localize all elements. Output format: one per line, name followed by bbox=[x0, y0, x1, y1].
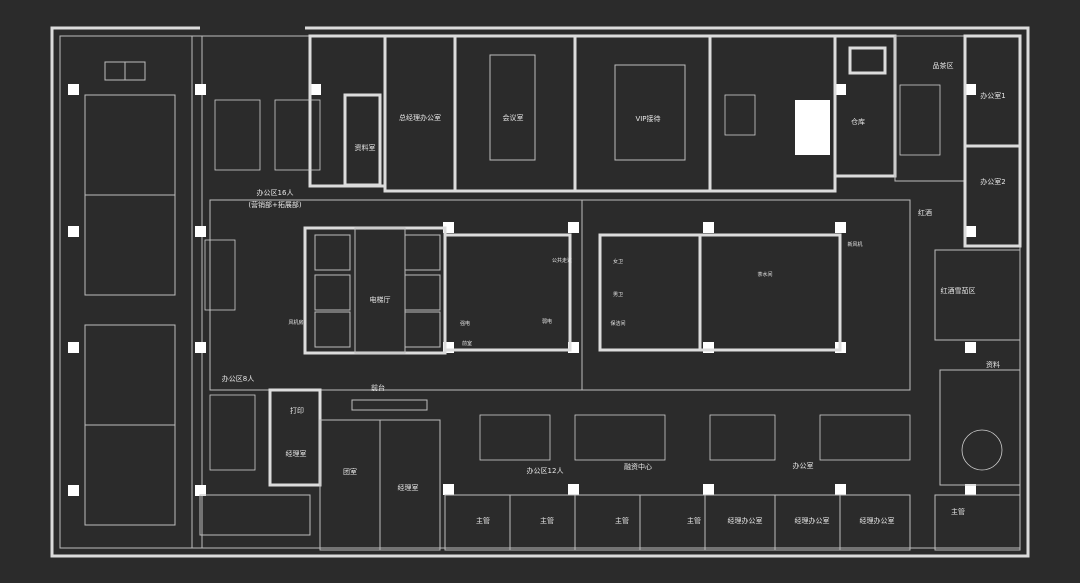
room-label-fan-room-2: 新风机 bbox=[847, 241, 862, 248]
room-label-meeting-room: 会议室 bbox=[503, 113, 524, 122]
room-label-files-top: 资料室 bbox=[355, 143, 376, 152]
bottom-rooms bbox=[199, 249, 1021, 551]
room-label-cleaning: 保洁间 bbox=[610, 320, 625, 327]
central-core bbox=[209, 199, 911, 391]
room-label-fan-room: 风机房 bbox=[288, 319, 303, 326]
room-label-office-8: 办公区8人 bbox=[222, 374, 254, 383]
top-rooms bbox=[308, 34, 1022, 248]
room-label-manager-room: 经理室 bbox=[286, 449, 307, 458]
room-label-warehouse: 仓库 bbox=[851, 117, 865, 126]
room-label-elevator-hall: 电梯厅 bbox=[370, 295, 391, 304]
room-label-office-2: 办公室2 bbox=[980, 177, 1005, 186]
room-label-office-1: 办公室1 bbox=[980, 91, 1005, 100]
workstations bbox=[204, 84, 941, 471]
room-label-tea-room: 茶水间 bbox=[757, 271, 772, 278]
room-label-red-wine: 红酒 bbox=[918, 208, 932, 217]
room-label-manager-office-2: 经理办公室 bbox=[795, 516, 830, 525]
room-label-supervisor-2: 主管 bbox=[540, 516, 554, 525]
room-label-vip-reception: VIP接待 bbox=[635, 114, 660, 123]
room-label-smoke-room: 前室 bbox=[462, 340, 472, 347]
room-label-finance-center: 融资中心 bbox=[624, 462, 652, 471]
columns bbox=[68, 84, 976, 496]
room-label-group-room: 团室 bbox=[343, 467, 357, 476]
room-label-files-right: 资料 bbox=[986, 360, 1000, 369]
room-label-manager-office-3: 经理办公室 bbox=[860, 516, 895, 525]
room-label-public-corridor: 公共走道 bbox=[552, 257, 572, 264]
room-label-weak-power: 弱电 bbox=[542, 318, 552, 325]
room-label-wine-cigar: 红酒雪茄区 bbox=[941, 286, 976, 295]
room-label-supervisor-4: 主管 bbox=[687, 516, 701, 525]
room-label-supervisor-5: 主管 bbox=[951, 507, 965, 516]
sports-courts bbox=[84, 35, 203, 549]
room-label-men: 男卫 bbox=[613, 292, 623, 298]
room-label-office-16-sub: (营销部+拓展部) bbox=[248, 200, 302, 209]
room-label-office-16-title: 办公区16人 bbox=[257, 188, 294, 197]
room-label-women: 女卫 bbox=[613, 258, 623, 265]
room-label-supervisor-1: 主管 bbox=[476, 516, 490, 525]
room-label-manager-office-1: 经理办公室 bbox=[728, 516, 763, 525]
room-label-print: 打印 bbox=[290, 406, 304, 415]
room-label-tea-area: 品茶区 bbox=[933, 61, 954, 70]
room-label-office-12: 办公区12人 bbox=[527, 466, 564, 475]
room-label-office-room: 办公室 bbox=[793, 461, 814, 470]
room-label-supervisor-3: 主管 bbox=[615, 516, 629, 525]
room-label-manager-room-2: 经理室 bbox=[398, 483, 419, 492]
room-label-reception: 前台 bbox=[371, 383, 385, 392]
room-label-strong-power: 强电 bbox=[460, 320, 470, 327]
room-label-gm-office: 总经理办公室 bbox=[399, 113, 441, 122]
